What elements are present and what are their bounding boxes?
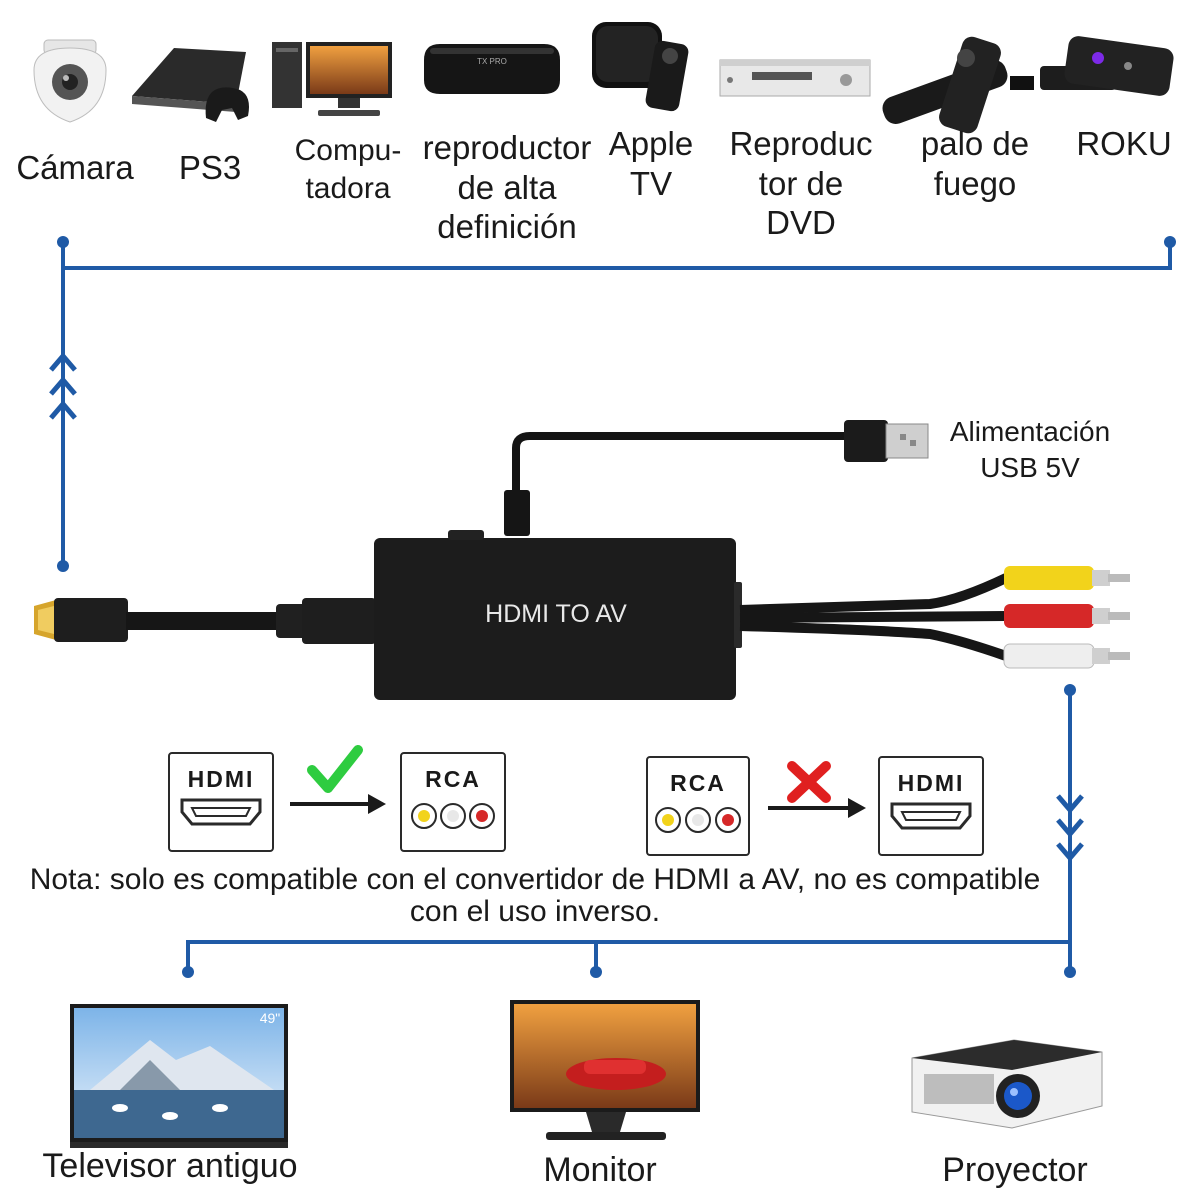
rca-output-tag-title: RCA [425, 766, 481, 792]
source-label-camera: Cámara [16, 149, 134, 186]
usb-power-cable [504, 420, 929, 536]
projector-icon [911, 1039, 1103, 1129]
dvd-player-icon [719, 59, 871, 97]
rca-cables [739, 566, 1130, 669]
tv-box-icon: TX PRO [424, 44, 560, 94]
monitor-icon [510, 1000, 700, 1140]
down-arrows-icon [1056, 794, 1084, 862]
hdmi-cable [34, 598, 376, 644]
svg-text:TX PRO: TX PRO [477, 57, 507, 66]
fire-stick-icon [882, 36, 1034, 134]
compatibility-note: Nota: solo es compatible con el converti… [29, 863, 1041, 929]
old-tv-icon [70, 1004, 288, 1148]
source-label-computer: Compu- tadora [294, 134, 402, 205]
rca-input-tag: RCA [646, 756, 750, 856]
source-label-fire-stick: palo de fuego [920, 125, 1030, 202]
compat-arrow-right [768, 798, 866, 818]
source-label-hd-player: reproductor de alta definición [422, 129, 592, 246]
rca-plug-white [1003, 643, 1130, 669]
hdmi-port-icon [180, 798, 262, 826]
adapter-label: HDMI TO AV [485, 600, 627, 628]
usb-power-label: Alimentación USB 5V [949, 416, 1111, 484]
hdmi-output-tag-title: HDMI [897, 770, 965, 796]
tv-size-badge: 49" [259, 1010, 281, 1026]
rca-plug-yellow [1004, 566, 1130, 590]
source-label-dvd-player: Reproduc tor de DVD [729, 125, 873, 242]
compat-arrow-left [290, 794, 386, 814]
rca-ports-icon [655, 807, 741, 833]
check-icon [307, 745, 363, 793]
security-camera-icon [33, 39, 107, 123]
source-bus-line [61, 242, 1172, 566]
dest-label-old-tv: Televisor antiguo [42, 1147, 298, 1185]
hdmi-output-tag: HDMI [878, 756, 984, 856]
hdmi-input-tag-title: HDMI [187, 766, 255, 792]
rca-output-tag: RCA [400, 752, 506, 852]
rca-ports-icon [411, 803, 495, 829]
up-arrows-icon [49, 352, 77, 420]
source-label-apple-tv: Apple TV [608, 125, 694, 202]
rca-plug-red [1004, 604, 1130, 628]
apple-tv-icon [592, 22, 689, 112]
cross-icon [787, 761, 831, 803]
hdmi-port-icon [890, 802, 972, 830]
rca-input-tag-title: RCA [670, 770, 726, 796]
desktop-computer-icon [272, 42, 392, 116]
dest-label-monitor: Monitor [543, 1151, 657, 1189]
game-console-icon [132, 48, 249, 122]
hdmi-input-tag: HDMI [168, 752, 274, 852]
hdmi-to-av-adapter [374, 530, 742, 700]
source-label-roku: ROKU [1076, 125, 1172, 162]
dest-label-projector: Proyector [942, 1151, 1088, 1189]
source-label-ps3: PS3 [178, 149, 242, 186]
roku-icon [1040, 36, 1174, 96]
